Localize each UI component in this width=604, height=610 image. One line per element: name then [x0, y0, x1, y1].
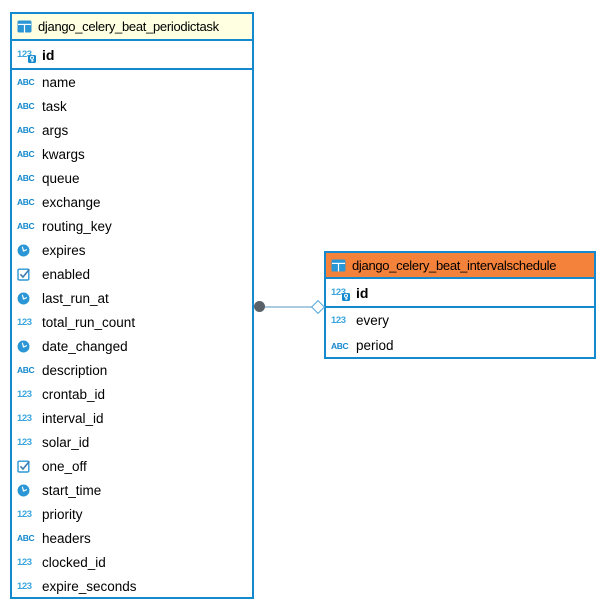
- column-row-id[interactable]: 123 id: [12, 41, 252, 68]
- column-name: solar_id: [42, 434, 90, 450]
- number-type-icon: 123: [17, 316, 32, 328]
- column-row-last_run_at[interactable]: last_run_at: [12, 286, 252, 310]
- column-row-one_off[interactable]: one_off: [12, 454, 252, 478]
- column-name: one_off: [42, 458, 87, 474]
- column-name: headers: [42, 530, 91, 546]
- column-row-kwargs[interactable]: ABC kwargs: [12, 142, 252, 166]
- column-name: args: [42, 122, 69, 138]
- column-row-interval_id[interactable]: 123 interval_id: [12, 406, 252, 430]
- text-type-icon: ABC: [17, 197, 35, 207]
- column-name: task: [42, 98, 67, 114]
- column-name: kwargs: [42, 146, 85, 162]
- column-name: period: [356, 338, 394, 353]
- column-name: description: [42, 362, 108, 378]
- table-title: django_celery_beat_intervalschedule: [352, 257, 557, 273]
- column-row-expire_seconds[interactable]: 123 expire_seconds: [12, 574, 252, 598]
- column-row-enabled[interactable]: enabled: [12, 262, 252, 286]
- column-name: start_time: [42, 482, 102, 498]
- checkbox-type-icon: [17, 267, 38, 281]
- number-type-icon: 123: [17, 412, 32, 424]
- datetime-type-icon: [17, 244, 38, 257]
- column-name: enabled: [42, 266, 91, 282]
- column-row-clocked_id[interactable]: 123 clocked_id: [12, 550, 252, 574]
- checkbox-type-icon: [17, 459, 38, 473]
- column-row-id[interactable]: 123 id: [326, 279, 594, 306]
- column-row-routing_key[interactable]: ABC routing_key: [12, 214, 252, 238]
- number-type-icon: 123: [17, 580, 32, 592]
- number-type-icon: 123: [17, 556, 32, 568]
- primary-key-icon: 123: [331, 287, 352, 301]
- column-row-every[interactable]: 123 every: [326, 308, 594, 333]
- number-type-icon: 123: [17, 388, 32, 400]
- primary-key-section: 123 id: [326, 279, 594, 308]
- primary-key-section: 123 id: [12, 41, 252, 70]
- column-name: priority: [42, 506, 83, 522]
- text-type-icon: ABC: [17, 365, 35, 375]
- text-type-icon: ABC: [17, 149, 35, 159]
- column-name: date_changed: [42, 338, 128, 354]
- table-intervalschedule-header[interactable]: django_celery_beat_intervalschedule: [326, 253, 594, 279]
- column-row-expires[interactable]: expires: [12, 238, 252, 262]
- text-type-icon: ABC: [17, 221, 35, 231]
- relation-diamond-marker: [310, 299, 326, 315]
- column-name: every: [356, 313, 390, 328]
- column-row-task[interactable]: ABC task: [12, 94, 252, 118]
- number-type-icon: 123: [331, 315, 346, 326]
- text-type-icon: ABC: [17, 533, 35, 543]
- datetime-type-icon: [17, 292, 38, 305]
- column-name: interval_id: [42, 410, 104, 426]
- column-row-exchange[interactable]: ABC exchange: [12, 190, 252, 214]
- column-name: exchange: [42, 194, 101, 210]
- text-type-icon: ABC: [17, 101, 35, 111]
- datetime-type-icon: [17, 340, 38, 353]
- table-intervalschedule[interactable]: django_celery_beat_intervalschedule 123 i…: [324, 251, 596, 359]
- column-row-priority[interactable]: 123 priority: [12, 502, 252, 526]
- column-name: name: [42, 74, 76, 90]
- column-name: routing_key: [42, 218, 112, 234]
- text-type-icon: ABC: [17, 77, 35, 87]
- column-row-total_run_count[interactable]: 123 total_run_count: [12, 310, 252, 334]
- table-title: django_celery_beat_periodictask: [38, 19, 219, 34]
- column-row-crontab_id[interactable]: 123 crontab_id: [12, 382, 252, 406]
- relation-dot-marker: [254, 301, 265, 312]
- column-name: id: [42, 46, 55, 63]
- column-row-date_changed[interactable]: date_changed: [12, 334, 252, 358]
- column-name: total_run_count: [42, 314, 136, 330]
- column-name: expires: [42, 242, 86, 258]
- column-row-description[interactable]: ABC description: [12, 358, 252, 382]
- column-row-args[interactable]: ABC args: [12, 118, 252, 142]
- table-icon: [17, 20, 32, 33]
- table-periodictask[interactable]: django_celery_beat_periodictask 123 id AB…: [10, 12, 254, 599]
- column-name: expire_seconds: [42, 578, 137, 594]
- column-name: clocked_id: [42, 554, 106, 570]
- column-name: last_run_at: [42, 290, 109, 306]
- text-type-icon: ABC: [17, 125, 35, 135]
- column-name: id: [356, 284, 369, 301]
- table-periodictask-header[interactable]: django_celery_beat_periodictask: [12, 14, 252, 41]
- column-row-solar_id[interactable]: 123 solar_id: [12, 430, 252, 454]
- primary-key-icon: 123: [17, 49, 38, 63]
- column-row-period[interactable]: ABC period: [326, 333, 594, 358]
- number-type-icon: 123: [17, 508, 32, 520]
- column-row-headers[interactable]: ABC headers: [12, 526, 252, 550]
- column-row-start_time[interactable]: start_time: [12, 478, 252, 502]
- text-type-icon: ABC: [17, 173, 35, 183]
- column-name: queue: [42, 170, 80, 186]
- table-icon: [331, 259, 346, 272]
- column-row-queue[interactable]: ABC queue: [12, 166, 252, 190]
- relation-line[interactable]: [253, 306, 325, 308]
- column-row-name[interactable]: ABC name: [12, 70, 252, 94]
- datetime-type-icon: [17, 484, 38, 497]
- number-type-icon: 123: [17, 436, 32, 448]
- column-name: crontab_id: [42, 386, 106, 402]
- text-type-icon: ABC: [331, 340, 349, 351]
